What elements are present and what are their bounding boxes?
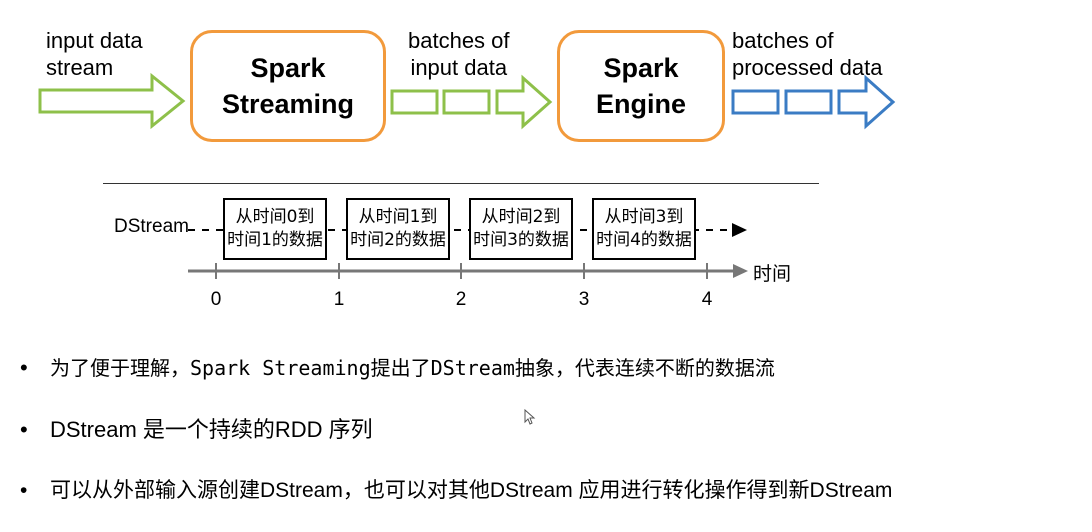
dstream-timeline	[188, 223, 748, 279]
dstream-segment-0: 从时间0到 时间1的数据	[223, 198, 327, 260]
input-batch-1	[390, 89, 439, 115]
tick-label-3: 3	[578, 289, 590, 310]
bullet-text: DStream 是一个持续的RDD 序列	[50, 417, 373, 442]
bullet-text: 可以从外部输入源创建DStream，也可以对其他DStream 应用进行转化操作…	[50, 479, 893, 502]
bullet-item-2: • DStream 是一个持续的RDD 序列	[20, 415, 373, 445]
batches-processed-label: batches of processed data	[732, 28, 883, 80]
input-stream-arrow	[38, 72, 186, 130]
bullet-dot: •	[20, 417, 28, 442]
dstream-arrowhead	[732, 223, 747, 237]
separator-line	[103, 183, 819, 184]
input-batch-arrow	[495, 74, 553, 130]
batches-input-label: batches of input data	[408, 28, 510, 80]
processed-batch-arrow	[837, 74, 896, 130]
flow-arrows	[38, 72, 896, 130]
dstream-segment-3: 从时间3到 时间4的数据	[592, 198, 696, 260]
bullet-dot: •	[20, 355, 28, 380]
tick-label-2: 2	[455, 289, 467, 310]
input-batch-2	[442, 89, 491, 115]
spark-streaming-box: Spark Streaming	[190, 30, 386, 142]
tick-label-1: 1	[333, 289, 345, 310]
bullet-dot: •	[20, 479, 28, 502]
tick-label-0: 0	[210, 289, 222, 310]
processed-batch-1	[731, 89, 780, 115]
time-axis-label: 时间	[753, 263, 792, 285]
dstream-segment-2: 从时间2到 时间3的数据	[469, 198, 573, 260]
mouse-cursor-icon	[524, 409, 536, 425]
bullet-text: 为了便于理解，Spark Streaming提出了DStream抽象，代表连续不…	[50, 356, 775, 380]
bullet-item-1: • 为了便于理解，Spark Streaming提出了DStream抽象，代表连续…	[20, 353, 775, 383]
tick-label-4: 4	[701, 289, 713, 310]
dstream-label: DStream	[114, 216, 189, 237]
bullet-item-3: • 可以从外部输入源创建DStream，也可以对其他DStream 应用进行转化操…	[20, 476, 892, 506]
time-axis-arrowhead	[733, 264, 748, 278]
dstream-segment-1: 从时间1到 时间2的数据	[346, 198, 450, 260]
processed-batch-2	[784, 89, 833, 115]
spark-engine-box: Spark Engine	[557, 30, 725, 142]
input-data-stream-label: input data stream	[46, 28, 143, 80]
